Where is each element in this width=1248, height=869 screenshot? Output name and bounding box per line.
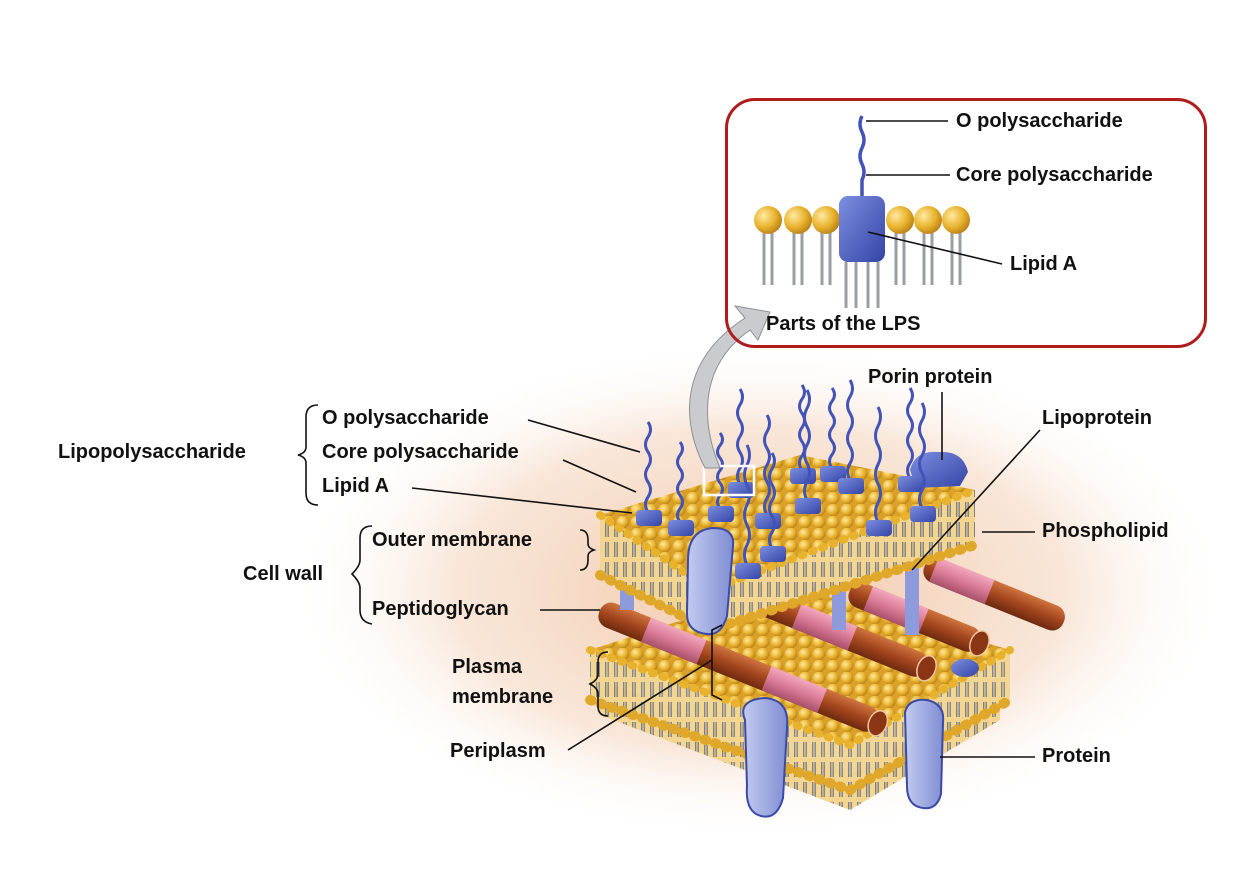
leader-lines: [411, 392, 1041, 758]
lps-selection-box: [702, 464, 756, 497]
inset-label-o-polysaccharide: O polysaccharide: [956, 110, 1123, 132]
label-lipid-a: Lipid A: [322, 475, 390, 497]
label-plasma-membrane-line1: Plasma: [452, 656, 523, 678]
brace-cell-wall: [350, 525, 373, 625]
inset-caption: Parts of the LPS: [766, 313, 921, 335]
lps-molecule: [820, 387, 846, 482]
inset-phospholipid: [784, 206, 812, 285]
label-lipopolysaccharide: Lipopolysaccharide: [58, 441, 246, 463]
lps-molecule: [760, 452, 786, 562]
label-cell-wall: Cell wall: [243, 563, 324, 585]
label-phospholipid: Phospholipid: [1042, 520, 1169, 542]
zoom-arrow: [689, 305, 771, 469]
brace-lipopolysaccharide: [297, 404, 319, 506]
inset-o-chain: [858, 115, 866, 202]
label-lipoprotein: Lipoprotein: [1042, 407, 1152, 429]
lps-molecule: [910, 402, 936, 522]
inset-lipid-a-block: [839, 196, 885, 262]
lipoprotein-stalk-mid: [832, 590, 846, 630]
label-protein: Protein: [1042, 745, 1111, 767]
label-porin-protein: Porin protein: [868, 366, 993, 388]
label-peptidoglycan: Peptidoglycan: [372, 598, 509, 620]
outer-membrane-protein: [685, 526, 735, 636]
lps-molecule: [636, 421, 662, 526]
inset-phospholipid: [754, 206, 782, 285]
lps-molecule: [668, 441, 694, 536]
lps-molecule: [866, 406, 892, 536]
label-outer-membrane: Outer membrane: [372, 529, 533, 551]
label-plasma-membrane-line2: membrane: [452, 686, 554, 708]
inset-phospholipid: [914, 206, 942, 285]
membrane-protein-small: [951, 659, 979, 677]
inset-phospholipid: [942, 206, 970, 285]
inset-lps-detail: [754, 115, 1003, 308]
transmembrane-protein-right: [903, 698, 945, 810]
lipoprotein-stalk: [905, 565, 919, 635]
inset-phospholipid: [812, 206, 840, 285]
transmembrane-protein-left: [742, 696, 789, 818]
lps-molecule: [838, 379, 864, 494]
label-periplasm: Periplasm: [450, 740, 546, 762]
label-o-polysaccharide: O polysaccharide: [322, 407, 489, 429]
brace-outer-membrane: [579, 529, 597, 571]
inset-label-lipid-a: Lipid A: [1010, 253, 1078, 275]
label-core-polysaccharide: Core polysaccharide: [322, 441, 519, 463]
inset-lps-panel: [725, 98, 1207, 348]
inset-phospholipid: [886, 206, 914, 285]
braces: [297, 404, 609, 717]
inset-label-core-polysaccharide: Core polysaccharide: [956, 164, 1153, 186]
lps-molecule: [898, 387, 924, 492]
brace-plasma-membrane: [588, 651, 609, 717]
lps-molecule: [795, 389, 821, 514]
